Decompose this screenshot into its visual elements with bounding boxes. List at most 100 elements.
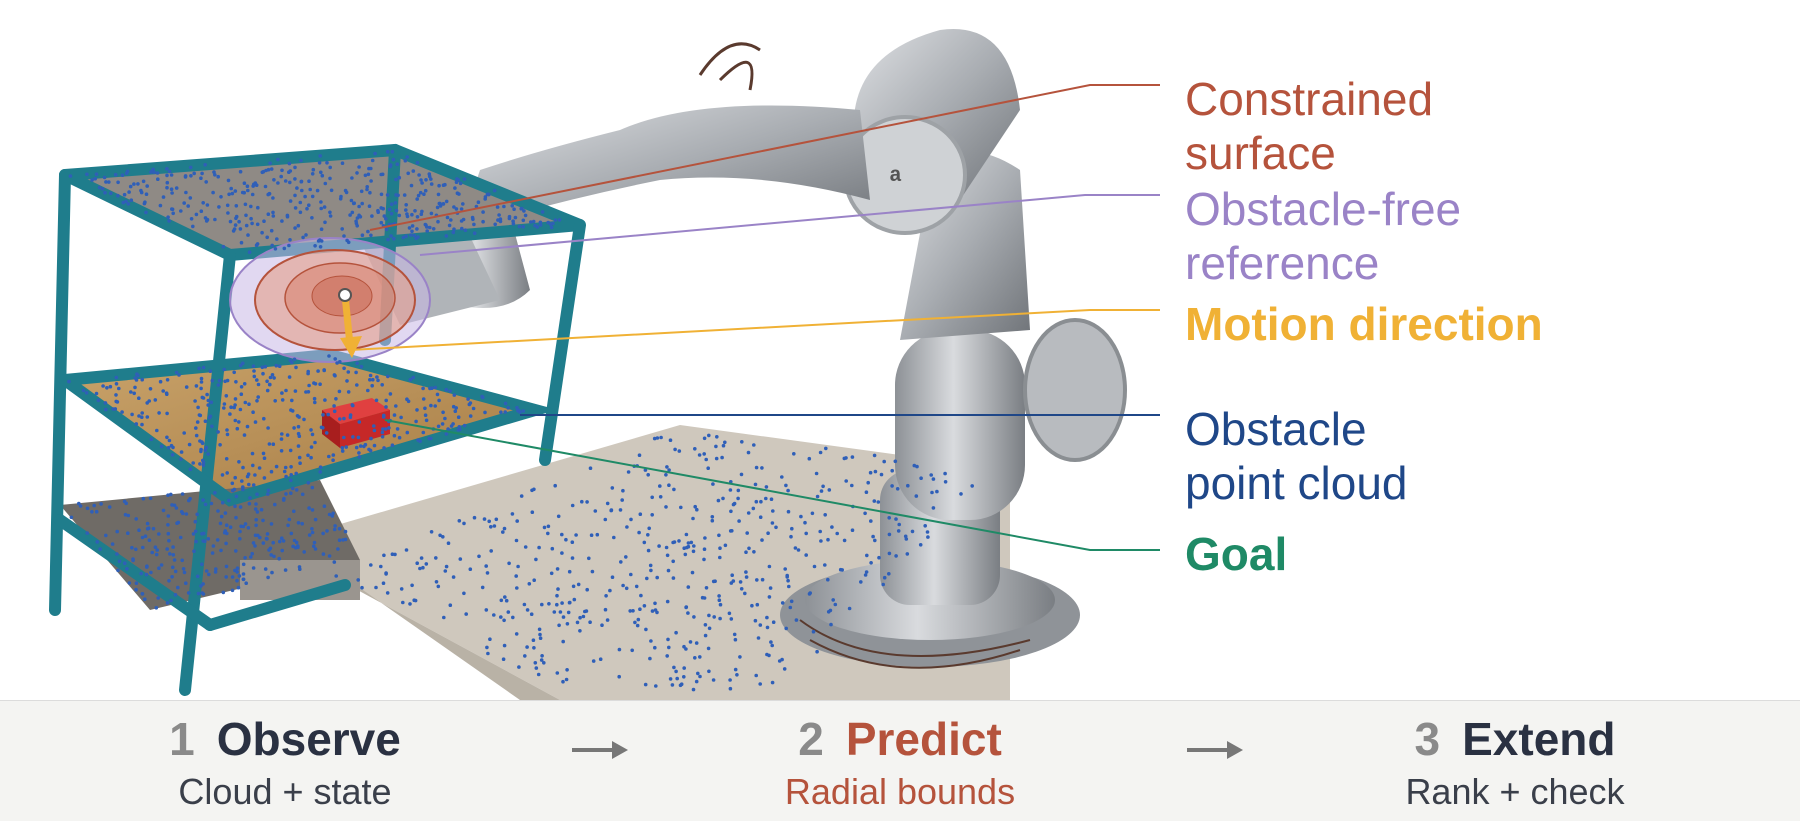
point-cloud-dot (609, 508, 613, 513)
point-cloud-dot (244, 223, 249, 228)
point-cloud-dot (207, 415, 212, 420)
point-cloud-dot (718, 602, 723, 607)
point-cloud-dot (233, 397, 238, 401)
point-cloud-dot (238, 169, 243, 174)
point-cloud-dot (166, 493, 170, 498)
point-cloud-dot (224, 564, 229, 569)
point-cloud-dot (863, 511, 867, 516)
point-cloud-dot (608, 588, 612, 593)
point-cloud-dot (768, 586, 773, 590)
point-cloud-dot (265, 235, 270, 240)
point-cloud-dot (385, 591, 390, 595)
point-cloud-dot (456, 415, 461, 420)
point-cloud-dot (181, 567, 186, 571)
point-cloud-dot (416, 235, 420, 239)
point-cloud-dot (458, 181, 463, 186)
point-cloud-dot (110, 542, 115, 546)
point-cloud-dot (325, 161, 329, 165)
point-cloud-dot (970, 484, 974, 488)
point-cloud-dot (200, 562, 204, 567)
point-cloud-dot (245, 184, 250, 188)
point-cloud-dot (252, 374, 257, 379)
point-cloud-dot (355, 171, 359, 175)
point-cloud-dot (262, 456, 267, 461)
point-cloud-dot (865, 553, 869, 558)
point-cloud-dot (405, 430, 410, 435)
point-cloud-dot (141, 496, 146, 501)
point-cloud-dot (818, 529, 822, 534)
point-cloud-dot (727, 611, 732, 616)
point-cloud-dot (540, 654, 544, 658)
point-cloud-dot (461, 202, 465, 206)
point-cloud-dot (140, 535, 145, 540)
point-cloud-dot (327, 512, 332, 517)
point-cloud-dot (897, 522, 901, 527)
point-cloud-dot (370, 158, 375, 163)
point-cloud-dot (376, 210, 381, 214)
point-cloud-dot (120, 173, 125, 177)
point-cloud-dot (262, 219, 266, 223)
point-cloud-dot (299, 179, 304, 184)
point-cloud-dot (454, 406, 459, 410)
point-cloud-dot (557, 623, 561, 628)
point-cloud-dot (241, 465, 245, 470)
point-cloud-dot (277, 364, 282, 369)
point-cloud-dot (94, 509, 99, 514)
point-cloud-dot (211, 190, 215, 195)
point-cloud-dot (735, 673, 739, 677)
point-cloud-dot (235, 426, 240, 431)
point-cloud-dot (859, 580, 863, 584)
point-cloud-dot (159, 563, 164, 567)
point-cloud-dot (767, 595, 772, 599)
point-cloud-dot (286, 523, 290, 528)
point-cloud-dot (639, 593, 643, 598)
point-cloud-dot (367, 204, 372, 208)
point-cloud-dot (296, 223, 301, 228)
point-cloud-dot (385, 149, 390, 154)
point-cloud-dot (155, 548, 159, 552)
point-cloud-dot (444, 387, 449, 392)
point-cloud-dot (161, 389, 165, 393)
point-cloud-dot (293, 206, 298, 210)
point-cloud-dot (101, 384, 105, 388)
point-cloud-dot (617, 674, 621, 679)
point-cloud-dot (272, 554, 276, 559)
label-goal: Goal (1185, 528, 1288, 580)
point-cloud-dot (311, 167, 316, 172)
point-cloud-dot (903, 534, 908, 539)
point-cloud-dot (750, 603, 754, 608)
point-cloud-dot (686, 541, 691, 545)
point-cloud-dot (567, 569, 572, 574)
point-cloud-dot (373, 151, 377, 156)
point-cloud-dot (198, 462, 202, 466)
point-cloud-dot (221, 244, 226, 249)
point-cloud-dot (918, 543, 923, 547)
point-cloud-dot (744, 570, 748, 574)
point-cloud-dot (943, 471, 947, 476)
point-cloud-dot (360, 585, 364, 590)
point-cloud-dot (293, 226, 297, 230)
point-cloud-dot (531, 219, 536, 224)
point-cloud-dot (561, 679, 565, 684)
point-cloud-dot (199, 449, 203, 454)
point-cloud-dot (307, 533, 312, 537)
point-cloud-dot (165, 378, 170, 382)
point-cloud-dot (442, 615, 446, 620)
point-cloud-dot (210, 551, 215, 555)
point-cloud-dot (673, 447, 677, 452)
point-cloud-dot (170, 191, 174, 195)
point-cloud-dot (514, 538, 519, 543)
point-cloud-dot (90, 178, 94, 182)
point-cloud-dot (357, 451, 361, 455)
point-cloud-dot (330, 514, 335, 518)
point-cloud-dot (454, 207, 459, 211)
point-cloud-dot (408, 377, 413, 382)
point-cloud-dot (417, 173, 421, 177)
point-cloud-dot (760, 538, 764, 542)
point-cloud-dot (643, 682, 648, 687)
point-cloud-dot (187, 442, 192, 447)
point-cloud-dot (389, 234, 393, 238)
point-cloud-dot (225, 203, 230, 208)
point-cloud-dot (143, 200, 147, 204)
